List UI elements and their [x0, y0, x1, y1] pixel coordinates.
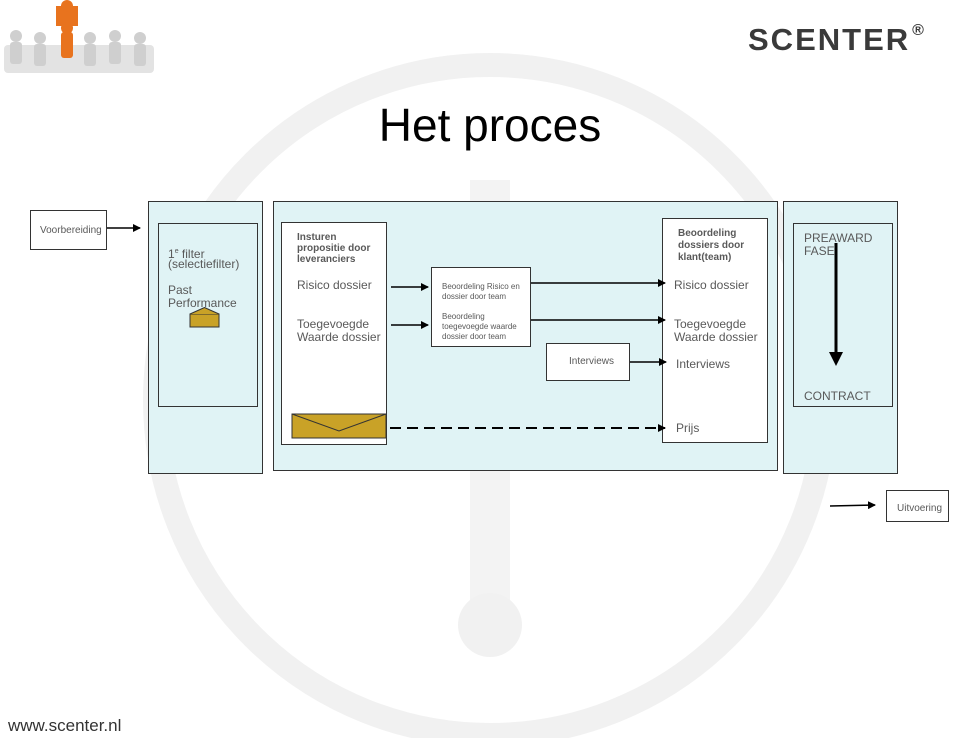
klant-prijs: Prijs: [676, 421, 700, 435]
people-puzzle-logo: [4, 0, 154, 73]
insturen-toeg1: Toegevoegde: [297, 317, 370, 331]
registered-mark: ®: [912, 22, 926, 39]
insturen-heading1: Insturen: [297, 232, 337, 243]
klant-heading2: dossiers door: [678, 240, 745, 251]
team-waarde-line2: toegevoegde waarde: [442, 322, 517, 331]
uitvoering-label: Uitvoering: [897, 503, 943, 514]
past-performance-line1: Past: [168, 283, 193, 297]
klant-heading1: Beoordeling: [678, 228, 737, 239]
team-waarde-line3: dossier door team: [442, 332, 507, 341]
insturen-toeg2: Waarde dossier: [297, 330, 381, 344]
preaward-line1: PREAWARD: [804, 231, 873, 245]
beoordeling-team-box: Beoordeling Risico en dossier door team …: [431, 267, 531, 347]
klant-toeg2: Waarde dossier: [674, 330, 758, 344]
team-risico-line1: Beoordeling Risico en: [442, 282, 520, 291]
insturen-risico: Risico dossier: [297, 278, 372, 292]
voorbereiding-label: Voorbereiding: [40, 225, 102, 236]
klant-toeg1: Toegevoegde: [674, 317, 747, 331]
klant-box: Beoordeling dossiers door klant(team) Ri…: [662, 218, 768, 443]
filter-inner-box: 1e filter (selectiefilter) Past Performa…: [158, 223, 258, 407]
logo-text: SCENTER: [748, 22, 911, 57]
uitvoering-box: Uitvoering: [886, 490, 949, 522]
interviews-box: Interviews: [546, 343, 630, 381]
voorbereiding-box: Voorbereiding: [30, 210, 107, 250]
envelope-open-icon: [189, 307, 220, 328]
team-waarde-line1: Beoordeling: [442, 312, 485, 321]
preaward-line2: FASE: [804, 244, 835, 258]
preaward-inner-box: PREAWARD FASE CONTRACT: [793, 223, 893, 407]
team-risico-line2: dossier door team: [442, 292, 507, 301]
insturen-heading3: leveranciers: [297, 254, 356, 265]
filter-line1: 1e filter: [168, 247, 205, 261]
envelope-closed-icon: [291, 413, 387, 439]
footer-url[interactable]: www.scenter.nl: [8, 716, 122, 735]
page-title: Het proces: [378, 99, 602, 151]
klant-interviews: Interviews: [676, 357, 731, 371]
klant-heading3: klant(team): [678, 252, 732, 263]
scenter-logo: SCENTER®: [748, 22, 926, 58]
insturen-box: Insturen propositie door leveranciers Ri…: [281, 222, 387, 445]
interviews-box-label: Interviews: [569, 356, 615, 367]
arrow-uitvoering: [829, 501, 876, 510]
contract-label: CONTRACT: [804, 389, 871, 403]
filter-line2: (selectiefilter): [168, 257, 240, 271]
arrow-preaward-head: [829, 352, 843, 366]
insturen-heading2: propositie door: [297, 243, 371, 254]
past-performance-line2: Performance: [168, 296, 237, 310]
klant-risico: Risico dossier: [674, 278, 749, 292]
